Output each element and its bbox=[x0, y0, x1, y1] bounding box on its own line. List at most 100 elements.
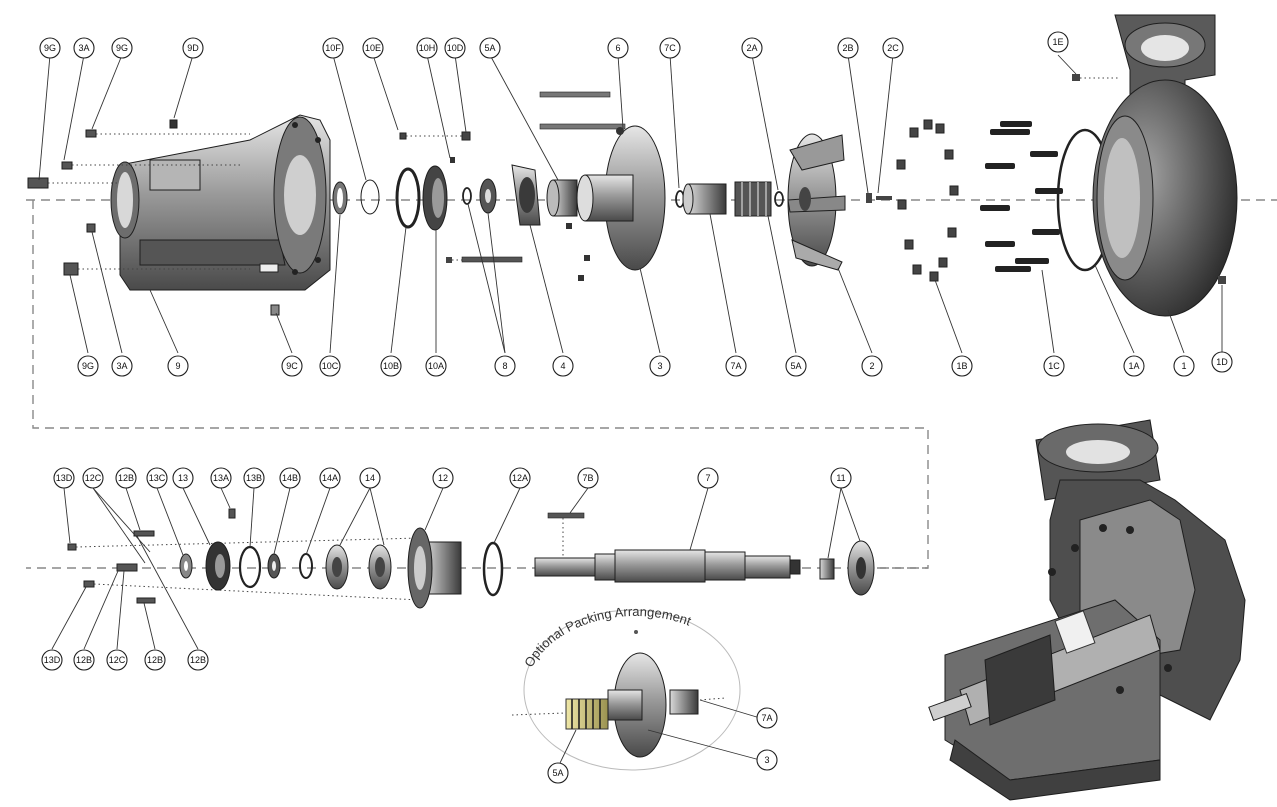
callout-label: 7A bbox=[730, 361, 741, 371]
callout-circle bbox=[951, 355, 973, 377]
sleeve-7a bbox=[682, 183, 727, 215]
callout-5a: 5A bbox=[785, 355, 807, 377]
shaft-7 bbox=[534, 549, 801, 583]
callout-12a: 12A bbox=[509, 467, 531, 489]
impeller-2 bbox=[787, 133, 892, 271]
callout-circle bbox=[146, 467, 168, 489]
callout-circle bbox=[577, 467, 599, 489]
packing-title: Optional Packing Arrangement bbox=[521, 604, 693, 670]
callout-circle bbox=[552, 355, 574, 377]
callout-circle bbox=[380, 355, 402, 377]
callout-1e: 1E bbox=[1047, 31, 1069, 53]
callout-circle bbox=[41, 649, 63, 671]
callout-label: 9G bbox=[82, 361, 94, 371]
callout-label: 9 bbox=[175, 361, 180, 371]
callout-circle bbox=[607, 37, 629, 59]
callout-label: 9G bbox=[116, 43, 128, 53]
studs-1c bbox=[980, 121, 1063, 272]
callout-circle bbox=[882, 37, 904, 59]
backplate-3 bbox=[539, 91, 666, 281]
callout-label: 10H bbox=[419, 43, 436, 53]
callout-5a: 5A bbox=[547, 762, 569, 784]
callout-10a: 10A bbox=[425, 355, 447, 377]
callout-label: 3 bbox=[657, 361, 662, 371]
callout-label: 9C bbox=[286, 361, 298, 371]
callout-12b: 12B bbox=[115, 467, 137, 489]
callout-circle bbox=[1211, 351, 1233, 373]
callout-label: 10E bbox=[365, 43, 381, 53]
callout-12b: 12B bbox=[144, 649, 166, 671]
callout-1a: 1A bbox=[1123, 355, 1145, 377]
washer-2a bbox=[774, 191, 784, 207]
callout-circle bbox=[837, 37, 859, 59]
callout-9: 9 bbox=[167, 355, 189, 377]
callout-label: 9D bbox=[187, 43, 199, 53]
callout-13a: 13A bbox=[210, 467, 232, 489]
callout-label: 1A bbox=[1128, 361, 1139, 371]
callout-label: 12C bbox=[85, 473, 102, 483]
callout-label: 12B bbox=[76, 655, 92, 665]
callout-circle bbox=[319, 355, 341, 377]
callout-circle bbox=[432, 467, 454, 489]
callout-circle bbox=[73, 649, 95, 671]
callout-10b: 10B bbox=[380, 355, 402, 377]
callout-circle bbox=[111, 355, 133, 377]
callout-circle bbox=[167, 355, 189, 377]
callout-circle bbox=[425, 355, 447, 377]
washer-14a bbox=[299, 553, 313, 579]
callout-2c: 2C bbox=[882, 37, 904, 59]
callout-circle bbox=[106, 649, 128, 671]
gland-4 bbox=[511, 164, 541, 226]
callout-label: 1C bbox=[1048, 361, 1060, 371]
callout-circle bbox=[1123, 355, 1145, 377]
callout-circle bbox=[53, 467, 75, 489]
callout-circle bbox=[1047, 31, 1069, 53]
callout-label: 7B bbox=[582, 473, 593, 483]
callout-circle bbox=[479, 37, 501, 59]
callout-label: 13C bbox=[149, 473, 166, 483]
callout-label: 10C bbox=[322, 361, 339, 371]
locknut-14b bbox=[267, 553, 281, 579]
callout-label: 1D bbox=[1216, 357, 1228, 367]
callout-label: 14A bbox=[322, 473, 338, 483]
sleeve-5a-upper bbox=[546, 179, 578, 217]
callout-circle bbox=[416, 37, 438, 59]
bearing-parts-11 bbox=[819, 540, 875, 596]
callout-circle bbox=[39, 37, 61, 59]
o-ring-10b bbox=[395, 167, 421, 229]
callout-10c: 10C bbox=[319, 355, 341, 377]
callout-label: 1 bbox=[1181, 361, 1186, 371]
callout-label: 5A bbox=[790, 361, 801, 371]
callout-label: 13D bbox=[56, 473, 73, 483]
callout-label: 10A bbox=[428, 361, 444, 371]
callout-12b: 12B bbox=[187, 649, 209, 671]
callout-label: 14 bbox=[365, 473, 375, 483]
callout-9d: 9D bbox=[182, 37, 204, 59]
callout-3: 3 bbox=[756, 749, 778, 771]
callout-2a: 2A bbox=[741, 37, 763, 59]
callout-3a: 3A bbox=[111, 355, 133, 377]
callout-label: 9G bbox=[44, 43, 56, 53]
callout-label: 12A bbox=[512, 473, 528, 483]
end-cover-13 bbox=[205, 541, 231, 591]
callout-8: 8 bbox=[494, 355, 516, 377]
bearing-housing-12 bbox=[407, 527, 462, 609]
callout-circle bbox=[659, 37, 681, 59]
callout-label: 14B bbox=[282, 473, 298, 483]
callout-circle bbox=[187, 649, 209, 671]
callout-label: 7A bbox=[761, 713, 772, 723]
callout-9g: 9G bbox=[77, 355, 99, 377]
mechanical-seal-5a bbox=[734, 181, 772, 217]
callout-label: 13A bbox=[213, 473, 229, 483]
callout-circle bbox=[1043, 355, 1065, 377]
callout-circle bbox=[547, 762, 569, 784]
callout-circle bbox=[322, 37, 344, 59]
o-ring-13b bbox=[238, 545, 262, 589]
callout-5a: 5A bbox=[479, 37, 501, 59]
callout-circle bbox=[359, 467, 381, 489]
callout-label: 10B bbox=[383, 361, 399, 371]
callout-13: 13 bbox=[172, 467, 194, 489]
seal-ring-10c bbox=[332, 181, 348, 215]
